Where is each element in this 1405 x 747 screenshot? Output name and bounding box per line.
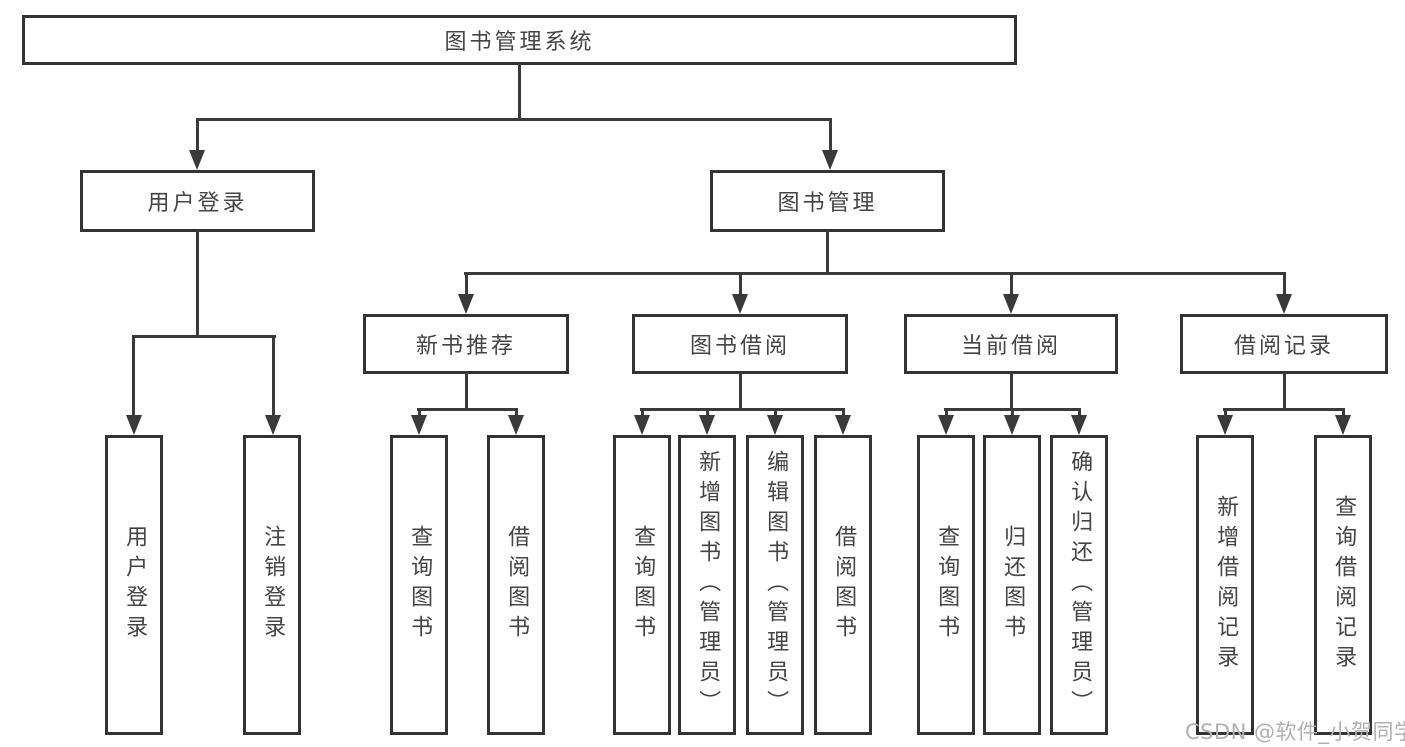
leaf-return-books: 归还图书 xyxy=(983,435,1041,735)
connector-current-drop xyxy=(1078,408,1081,417)
leaf-label: 归还图书 xyxy=(1000,525,1026,645)
node-label: 借阅记录 xyxy=(1233,334,1334,359)
leaf-borrow-books: 借阅图书 xyxy=(814,435,872,735)
leaf-add-borrow-record: 新增借阅记录 xyxy=(1196,435,1254,735)
node-borrow-records: 借阅记录 xyxy=(1180,314,1388,374)
connector-root-bus xyxy=(196,118,832,121)
node-book-borrow: 图书借阅 xyxy=(632,314,848,374)
node-label: 当前借阅 xyxy=(960,334,1061,359)
leaf-label: 注销登录 xyxy=(260,525,286,645)
connector-records-drop xyxy=(1342,408,1345,417)
connector-bookmgmt-drop xyxy=(739,272,742,296)
connector-records-bus xyxy=(1223,408,1345,411)
arrow-down-icon xyxy=(822,150,838,170)
node-user-login: 用户登录 xyxy=(80,170,315,232)
arrow-down-icon xyxy=(508,415,524,435)
arrow-down-icon xyxy=(732,294,748,314)
connector-bookmgmt-bus xyxy=(464,272,1286,275)
connector-newbook-drop xyxy=(418,408,421,417)
connector-root-drop-left xyxy=(196,118,199,152)
node-root-label: 图书管理系统 xyxy=(444,30,595,55)
arrow-down-icon xyxy=(1071,415,1087,435)
connector-root-stem xyxy=(518,63,521,118)
node-new-book-recommend: 新书推荐 xyxy=(363,314,569,374)
arrow-down-icon xyxy=(1335,415,1351,435)
arrow-down-icon xyxy=(634,415,650,435)
node-current-borrow: 当前借阅 xyxy=(904,314,1118,374)
connector-borrow-stem xyxy=(739,372,742,408)
leaf-label: 查询图书 xyxy=(407,525,433,645)
node-book-management: 图书管理 xyxy=(710,170,945,232)
arrow-down-icon xyxy=(1004,415,1020,435)
arrow-down-icon xyxy=(699,415,715,435)
node-label: 图书借阅 xyxy=(689,334,790,359)
arrow-down-icon xyxy=(189,150,205,170)
leaf-user-login: 用户登录 xyxy=(105,435,163,735)
connector-borrow-drop xyxy=(842,408,845,417)
node-label: 新书推荐 xyxy=(415,334,516,359)
leaf-label: 查询图书 xyxy=(630,525,656,645)
leaf-label: 查询借阅记录 xyxy=(1331,495,1357,675)
leaf-label: 确认归还（管理员） xyxy=(1067,450,1093,720)
connector-userlogin-bus xyxy=(132,335,276,338)
leaf-add-book-admin: 新增图书（管理员） xyxy=(678,435,736,735)
connector-current-drop xyxy=(945,408,948,417)
leaf-borrow-books-recommend: 借阅图书 xyxy=(487,435,545,735)
connector-bookmgmt-drop xyxy=(465,272,468,296)
leaf-query-books-current: 查询图书 xyxy=(917,435,975,735)
arrow-down-icon xyxy=(767,415,783,435)
arrow-down-icon xyxy=(411,415,427,435)
leaf-confirm-return-admin: 确认归还（管理员） xyxy=(1050,435,1108,735)
arrow-down-icon xyxy=(126,415,142,435)
connector-userlogin-drop xyxy=(272,335,275,417)
connector-root-drop-right xyxy=(829,118,832,152)
connector-borrow-drop xyxy=(706,408,709,417)
leaf-label: 编辑图书（管理员） xyxy=(763,450,789,720)
arrow-down-icon xyxy=(265,415,281,435)
leaf-query-books-borrow: 查询图书 xyxy=(613,435,671,735)
connector-bookmgmt-drop xyxy=(1283,272,1286,296)
leaf-query-books-recommend: 查询图书 xyxy=(390,435,448,735)
leaf-label: 新增图书（管理员） xyxy=(695,450,721,720)
node-label: 图书管理 xyxy=(777,191,878,216)
arrow-down-icon xyxy=(835,415,851,435)
connector-newbook-drop xyxy=(515,408,518,417)
connector-userlogin-stem xyxy=(196,230,199,335)
leaf-label: 借阅图书 xyxy=(504,525,530,645)
node-label: 用户登录 xyxy=(147,191,248,216)
leaf-label: 查询图书 xyxy=(934,525,960,645)
leaf-label: 借阅图书 xyxy=(831,525,857,645)
watermark: CSDN @软件_小贺同学 xyxy=(1185,720,1405,744)
leaf-query-borrow-record: 查询借阅记录 xyxy=(1314,435,1372,735)
connector-records-drop xyxy=(1224,408,1227,417)
connector-borrow-bus xyxy=(640,408,845,411)
leaf-label: 用户登录 xyxy=(122,525,148,645)
node-root: 图书管理系统 xyxy=(22,15,1017,65)
connector-bookmgmt-drop xyxy=(1010,272,1013,296)
connector-newbook-bus xyxy=(417,408,518,411)
connector-bookmgmt-stem xyxy=(826,230,829,272)
connector-userlogin-drop xyxy=(132,335,135,417)
connector-borrow-drop xyxy=(641,408,644,417)
arrow-down-icon xyxy=(1217,415,1233,435)
leaf-logout: 注销登录 xyxy=(243,435,301,735)
arrow-down-icon xyxy=(1276,294,1292,314)
arrow-down-icon xyxy=(1003,294,1019,314)
leaf-edit-book-admin: 编辑图书（管理员） xyxy=(746,435,804,735)
connector-borrow-drop xyxy=(774,408,777,417)
arrow-down-icon xyxy=(458,294,474,314)
connector-current-drop xyxy=(1011,408,1014,417)
connector-current-stem xyxy=(1010,372,1013,408)
leaf-label: 新增借阅记录 xyxy=(1213,495,1239,675)
connector-newbook-stem xyxy=(465,372,468,408)
arrow-down-icon xyxy=(938,415,954,435)
connector-records-stem xyxy=(1283,372,1286,408)
